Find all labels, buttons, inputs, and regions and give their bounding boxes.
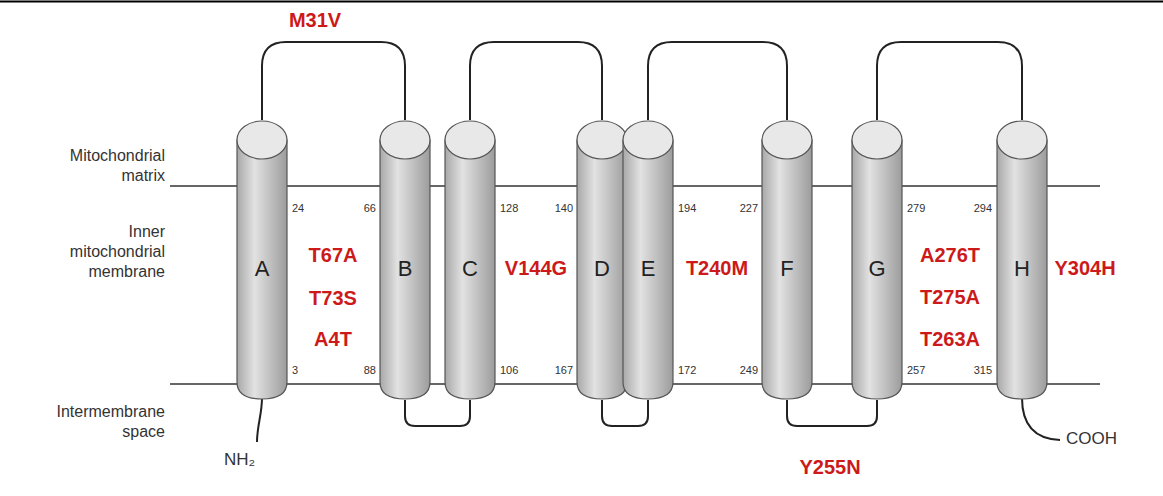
loop-connector bbox=[405, 400, 470, 426]
loop-connector bbox=[602, 400, 648, 426]
helix-letter: F bbox=[761, 256, 813, 282]
loop-connector bbox=[470, 42, 602, 120]
residue-number: 227 bbox=[718, 202, 758, 214]
residue-number: 257 bbox=[907, 364, 947, 376]
residue-number: 66 bbox=[336, 202, 376, 214]
residue-number: 106 bbox=[500, 364, 540, 376]
helix-letter: A bbox=[236, 256, 288, 282]
helix-letter: B bbox=[379, 256, 431, 282]
top-border bbox=[0, 1, 1163, 3]
helix-letter: C bbox=[444, 256, 496, 282]
mutation-label: Y255N bbox=[780, 456, 880, 479]
helix-letter: H bbox=[996, 256, 1048, 282]
n-terminal-tail bbox=[257, 398, 262, 442]
compartment-label: Inner mitochondrial membrane bbox=[45, 222, 165, 282]
helix-letter: D bbox=[576, 256, 628, 282]
terminus-label: NH₂ bbox=[224, 450, 274, 470]
loop-connector bbox=[648, 42, 787, 120]
mutation-label: T275A bbox=[900, 286, 1000, 309]
residue-number: 294 bbox=[952, 202, 992, 214]
mutation-label: V144G bbox=[486, 257, 586, 280]
helix-cylinder: A bbox=[236, 120, 288, 400]
loop-connector bbox=[787, 400, 877, 426]
residue-number: 315 bbox=[952, 364, 992, 376]
residue-number: 279 bbox=[907, 202, 947, 214]
helix-cylinder: F bbox=[761, 120, 813, 400]
helix-cylinder: H bbox=[996, 120, 1048, 400]
helix-letter: E bbox=[622, 256, 674, 282]
helix-cylinder: D bbox=[576, 120, 628, 400]
residue-number: 167 bbox=[533, 364, 573, 376]
terminus-label: COOH bbox=[1066, 429, 1146, 449]
mutation-label: T240M bbox=[667, 257, 767, 280]
residue-number: 194 bbox=[678, 202, 718, 214]
helix-cylinder: E bbox=[622, 120, 674, 400]
loop-connector bbox=[262, 42, 405, 120]
c-terminal-tail bbox=[1022, 398, 1060, 440]
residue-number: 128 bbox=[500, 202, 540, 214]
mutation-label: A4T bbox=[283, 328, 383, 351]
mutation-label: Y304H bbox=[1035, 257, 1135, 280]
residue-number: 249 bbox=[718, 364, 758, 376]
residue-number: 88 bbox=[336, 364, 376, 376]
compartment-label: Intermembrane space bbox=[45, 402, 165, 442]
mutation-label: A276T bbox=[900, 244, 1000, 267]
residue-number: 172 bbox=[678, 364, 718, 376]
residue-number: 24 bbox=[292, 202, 332, 214]
residue-number: 140 bbox=[533, 202, 573, 214]
mutation-label: T263A bbox=[900, 328, 1000, 351]
helix-cylinder: G bbox=[851, 120, 903, 400]
helix-cylinder: B bbox=[379, 120, 431, 400]
loop-connector bbox=[877, 42, 1022, 120]
mutation-label: T73S bbox=[283, 287, 383, 310]
helix-letter: G bbox=[851, 256, 903, 282]
compartment-label: Mitochondrial matrix bbox=[45, 146, 165, 186]
helix-cylinder: C bbox=[444, 120, 496, 400]
residue-number: 3 bbox=[292, 364, 332, 376]
mutation-label: M31V bbox=[265, 9, 365, 32]
mutation-label: T67A bbox=[283, 244, 383, 267]
